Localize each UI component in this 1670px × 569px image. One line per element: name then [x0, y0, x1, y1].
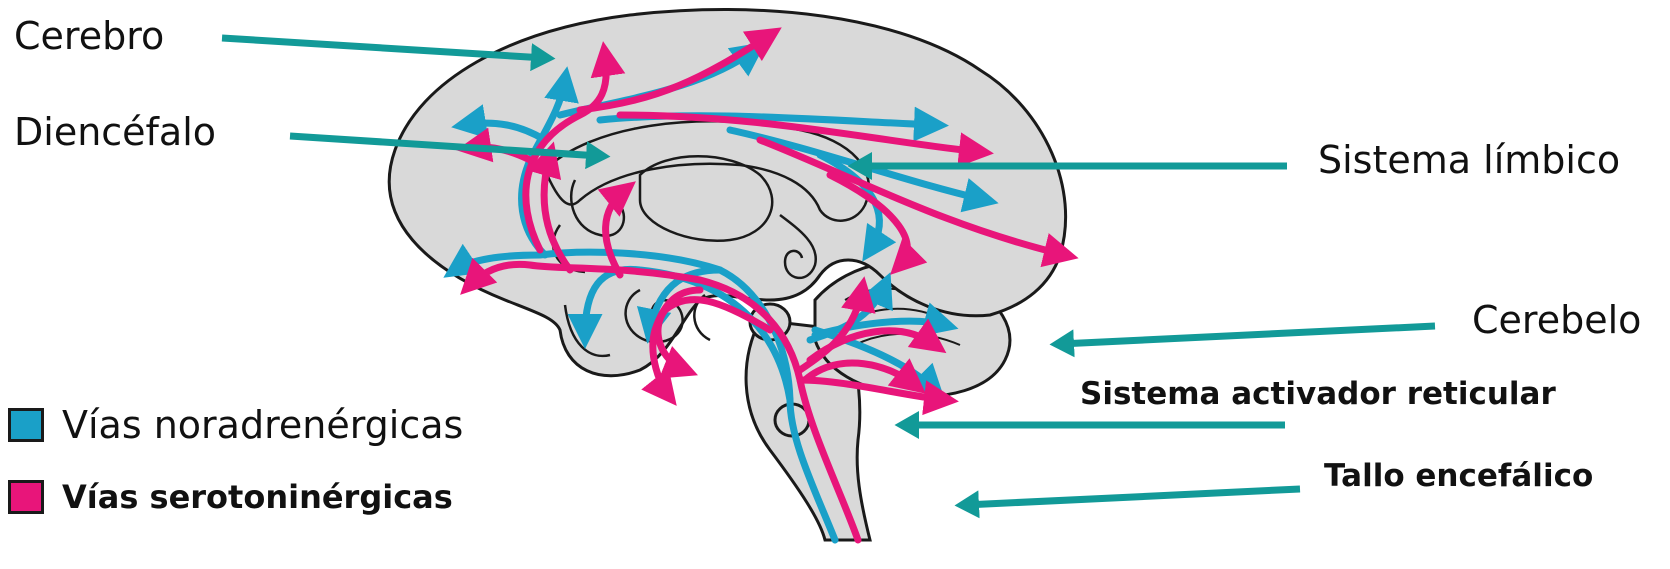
legend-item-serotonergic: Vías serotoninérgicas — [8, 478, 453, 516]
arrow-pointer-icon — [1060, 326, 1435, 344]
arrow-pointer-icon — [965, 489, 1300, 505]
legend-swatch-blue — [8, 408, 44, 442]
label-tallo-encefalico: Tallo encefálico — [1324, 458, 1593, 494]
arrow-pointer-icon — [222, 38, 545, 58]
label-sistema-activador-reticular: Sistema activador reticular — [1080, 376, 1556, 412]
label-cerebro: Cerebro — [14, 14, 164, 58]
label-diencefalo: Diencéfalo — [14, 110, 216, 154]
legend-swatch-pink — [8, 480, 44, 514]
legend-label-noradrenergic: Vías noradrenérgicas — [62, 403, 463, 447]
label-sistema-limbico: Sistema límbico — [1318, 138, 1620, 182]
legend-item-noradrenergic: Vías noradrenérgicas — [8, 403, 463, 447]
legend-label-serotonergic: Vías serotoninérgicas — [62, 478, 453, 516]
label-cerebelo: Cerebelo — [1472, 298, 1641, 342]
